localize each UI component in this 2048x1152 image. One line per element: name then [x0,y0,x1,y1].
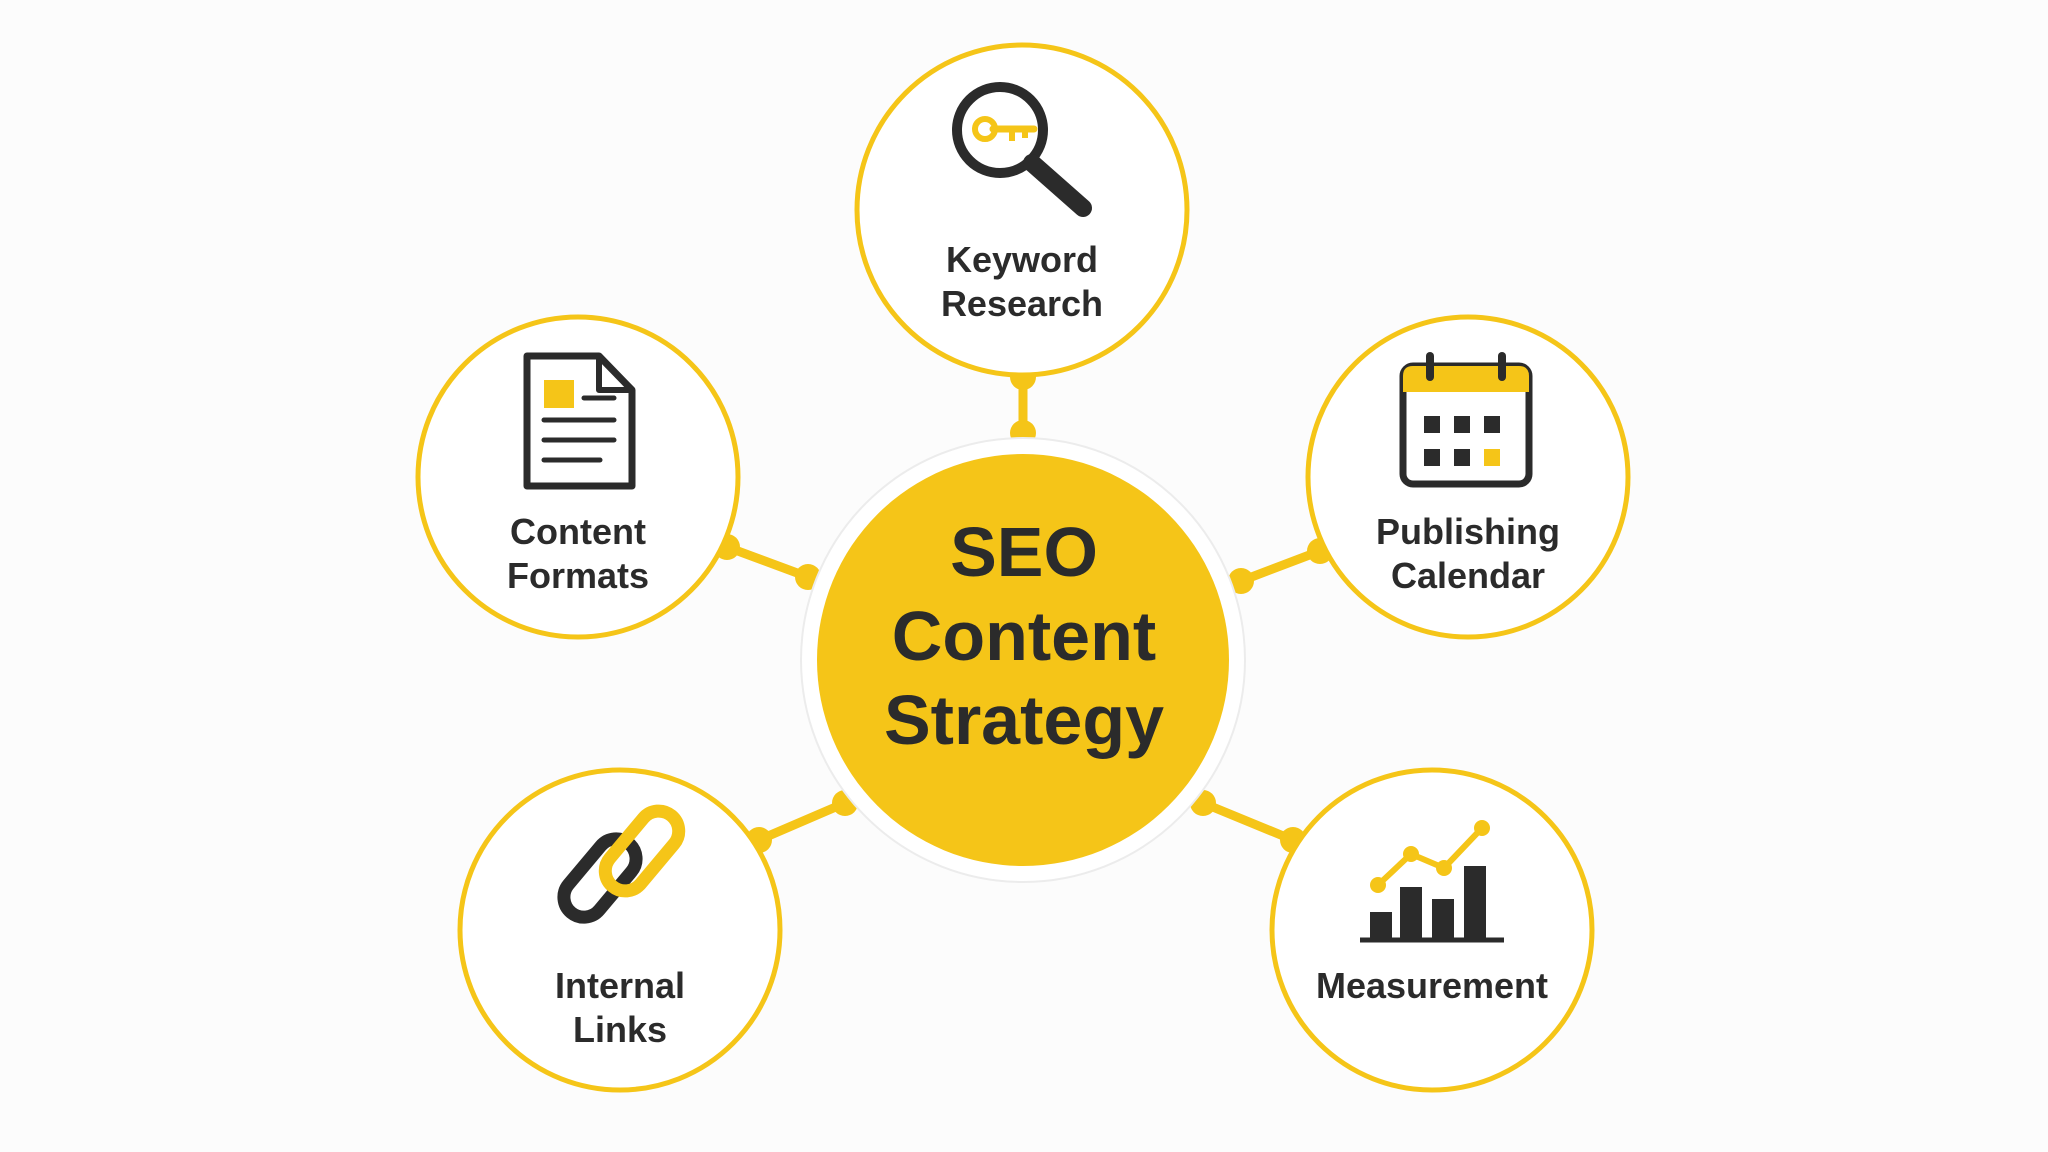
magnifier-key-icon [952,82,1092,217]
node-label-line: Content [510,511,646,552]
bar-line-chart-icon [1360,820,1504,943]
node-label-keyword-research: Keyword Research [862,238,1182,326]
connector-internal-links [746,790,858,853]
center-title: SEO Content Strategy [824,510,1224,762]
connector-measurement [1190,790,1306,853]
node-label-line: Measurement [1315,965,1549,1006]
node-label-publishing-calendar: Publishing Calendar [1308,510,1628,598]
connector-publishing-calendar [1228,538,1333,594]
center-hub [800,437,1246,883]
calendar-icon [1399,352,1533,488]
center-title-line: SEO [950,513,1098,591]
chain-link-icon [557,804,686,924]
node-label-line: Formats [506,555,650,596]
node-label-line: Keyword [945,239,1099,280]
node-circle-keyword-research [854,42,1190,378]
center-title-line: Strategy [883,681,1165,759]
center-title-line: Content [891,597,1157,675]
node-label-line: Research [940,283,1104,324]
document-icon [523,352,636,490]
node-label-line: Links [572,1009,668,1050]
node-label-internal-links: Internal Links [460,964,780,1052]
node-label-line: Calendar [1390,555,1546,596]
node-label-measurement: Measurement [1272,964,1592,1008]
node-label-line: Publishing [1376,511,1560,552]
node-label-line: Internal [554,965,686,1006]
node-circle-internal-links [457,767,783,1093]
node-label-content-formats: Content Formats [418,510,738,598]
